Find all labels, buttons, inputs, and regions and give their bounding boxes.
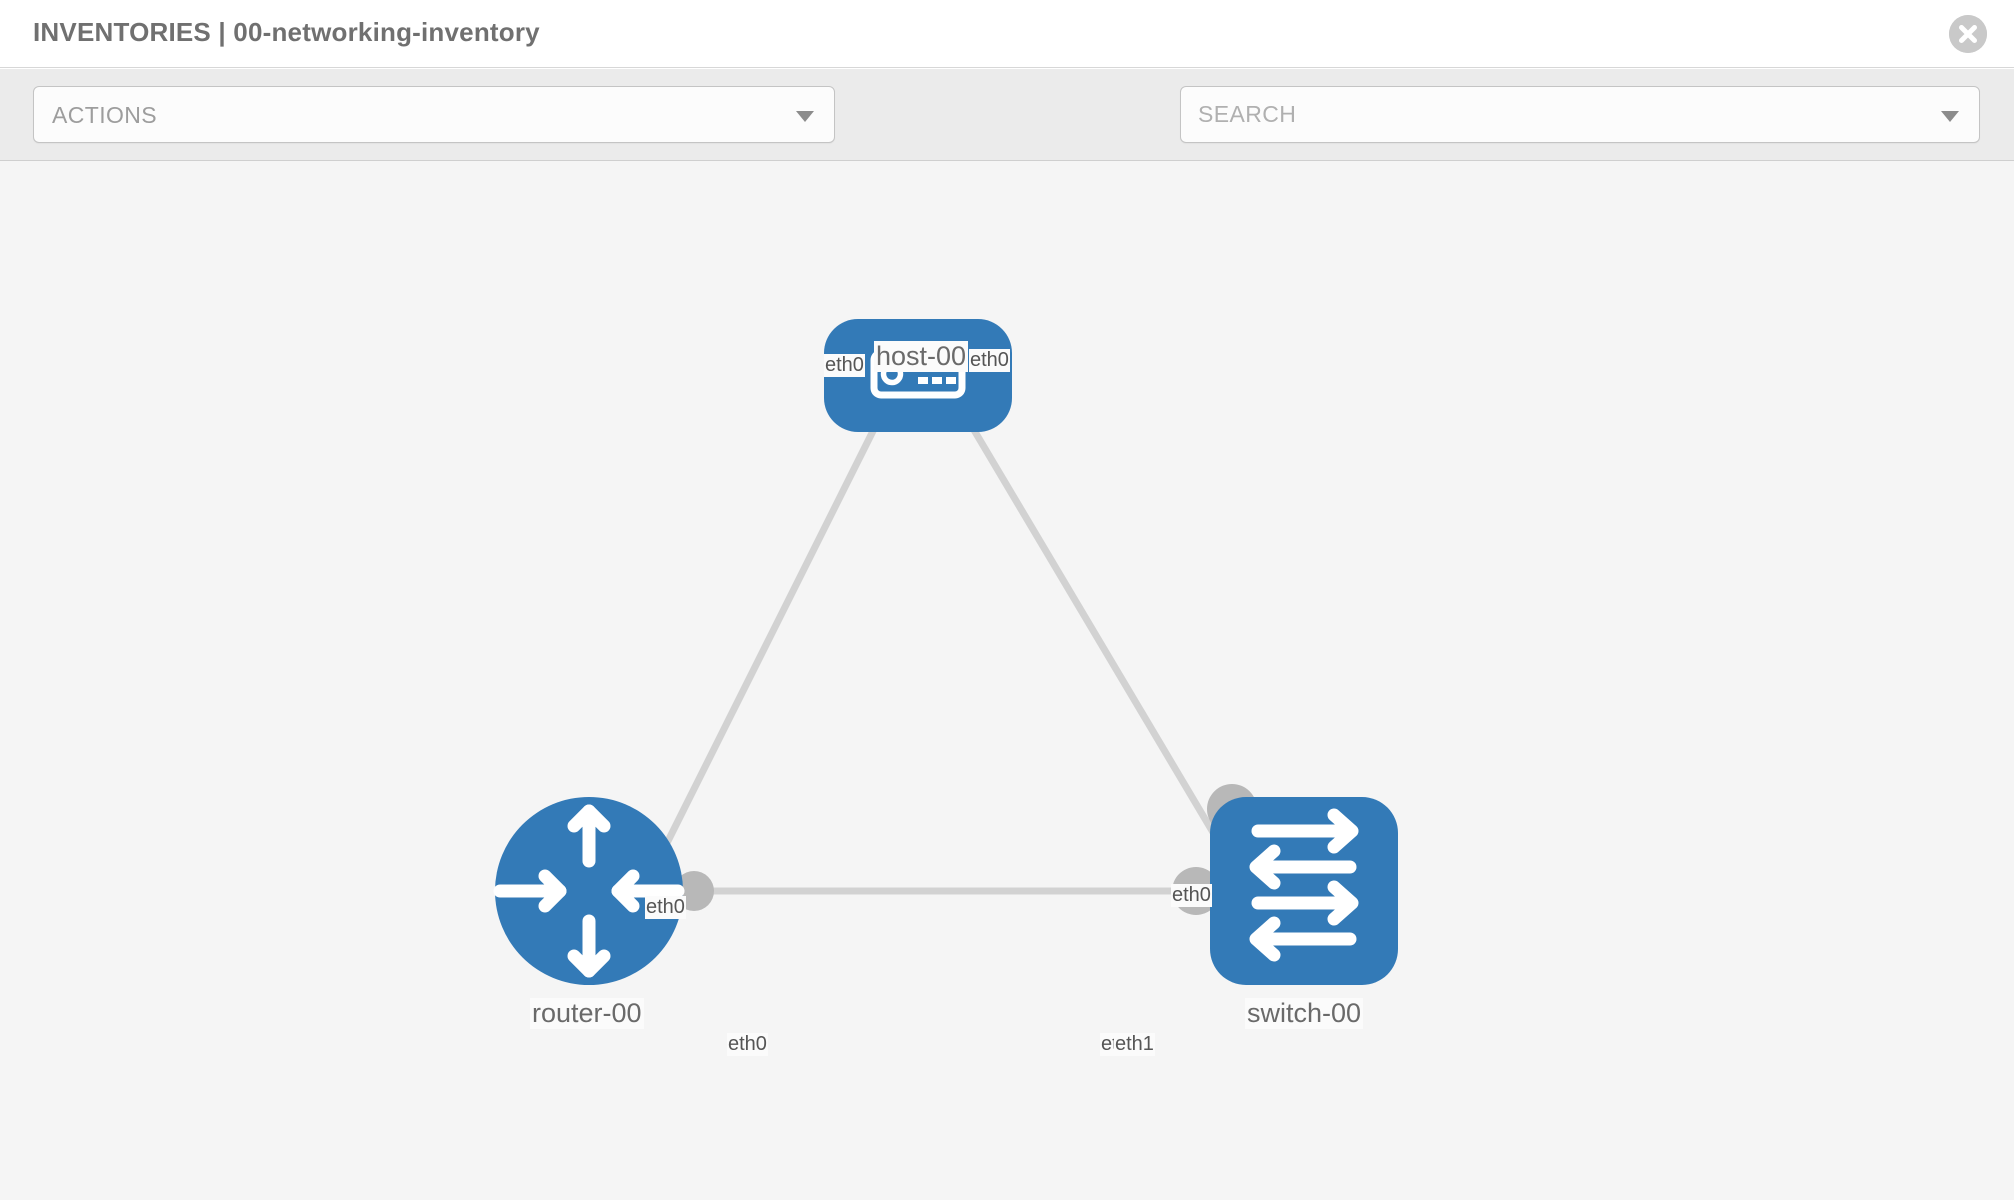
chevron-down-icon <box>796 111 814 122</box>
edge-label-switch00-eth0-uplink: eth0 <box>1171 884 1212 907</box>
link-host00-switch00 <box>948 391 1234 863</box>
edge-label-switch00-eth1: eth1 <box>1114 1033 1155 1056</box>
edge-label-host00-eth0-right: eth0 <box>969 349 1010 372</box>
page-title: INVENTORIES | 00-networking-inventory <box>33 17 540 47</box>
search-input[interactable] <box>1198 87 1898 142</box>
page-header: INVENTORIES | 00-networking-inventory <box>0 0 2014 68</box>
topology-graph <box>493 319 1398 985</box>
chevron-down-icon[interactable] <box>1941 111 1959 122</box>
switch-arrows-icon <box>1249 808 1359 962</box>
actions-dropdown-label: ACTIONS <box>52 102 158 128</box>
search-box[interactable] <box>1180 86 1980 143</box>
edge-label-router00-eth0: eth0 <box>727 1033 768 1056</box>
edge-label-host00-eth0-left: eth0 <box>824 354 865 377</box>
node-label-router-00: router-00 <box>530 998 644 1029</box>
topology-connectors <box>674 376 1257 915</box>
topology-canvas[interactable]: host-00 router-00 switch-00 eth0 eth0 et… <box>0 161 2014 1200</box>
edge-label-router00-eth0-uplink: eth0 <box>645 896 686 919</box>
close-icon[interactable] <box>1949 15 1987 53</box>
node-label-host-00: host-00 <box>874 341 969 372</box>
actions-dropdown[interactable]: ACTIONS <box>33 86 835 143</box>
router-arrows-icon <box>493 804 685 978</box>
node-router-00 <box>493 797 685 985</box>
link-host00-router00 <box>644 391 896 883</box>
topology-links <box>644 391 1234 895</box>
toolbar: ACTIONS <box>0 69 2014 199</box>
node-switch-00 <box>1210 797 1398 985</box>
node-label-switch-00: switch-00 <box>1245 998 1364 1029</box>
